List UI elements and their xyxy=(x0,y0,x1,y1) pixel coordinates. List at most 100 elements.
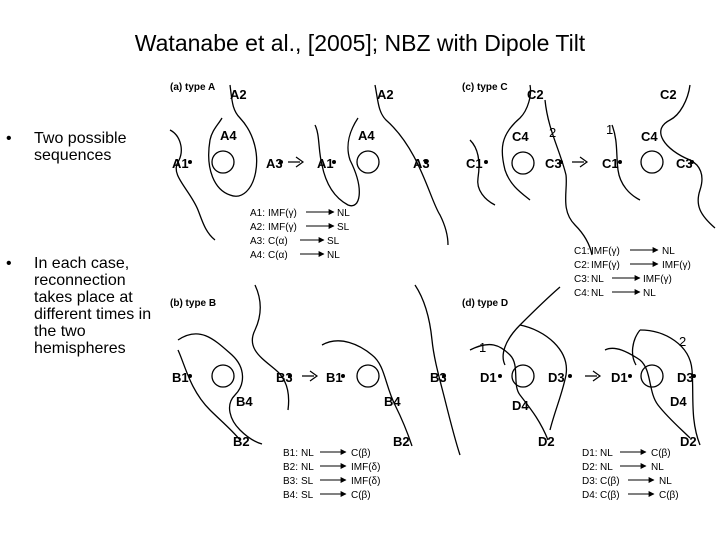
bullet-marker: • xyxy=(6,255,12,272)
point-label: C4 xyxy=(512,129,529,144)
legend-to: C(β) xyxy=(351,490,371,501)
panel-c-label: (c) type C xyxy=(462,82,508,93)
panel-a: (a) type A A2 A4 A1 A3 A2 A4 A1 A3 A1: I… xyxy=(169,82,449,261)
panel-a-label: (a) type A xyxy=(170,82,215,93)
point-label: B4 xyxy=(236,394,253,409)
legend-to: NL xyxy=(337,208,350,219)
point-label: D4 xyxy=(670,394,687,409)
legend-from: SL xyxy=(301,476,314,487)
point-label: D2 xyxy=(680,434,697,449)
panel-a-sketch-before xyxy=(169,84,258,241)
point-label: A2 xyxy=(230,87,247,102)
point-label: C2 xyxy=(527,87,544,102)
legend-from: IMF(γ) xyxy=(591,246,620,257)
sequence-number: 2 xyxy=(679,334,686,349)
point-label: A2 xyxy=(377,87,394,102)
legend-code: D1: xyxy=(582,448,598,459)
point-label: A3 xyxy=(413,156,430,171)
point-label: B2 xyxy=(233,434,250,449)
legend-to: SL xyxy=(337,222,350,233)
legend-from: NL xyxy=(301,448,314,459)
legend-code: D4: xyxy=(582,490,598,501)
point-label: C1 xyxy=(602,156,619,171)
panel-d-sketch-after xyxy=(604,329,701,446)
legend-from: NL xyxy=(600,462,613,473)
legend-to: IMF(γ) xyxy=(662,260,691,271)
bullet-text: Two possible sequences xyxy=(34,130,127,164)
sequence-number: 1 xyxy=(606,122,613,137)
legend-to: NL xyxy=(327,250,340,261)
legend-from: C(β) xyxy=(600,490,620,501)
sequence-arrow-icon xyxy=(288,156,305,168)
legend-to: IMF(δ) xyxy=(351,476,380,487)
point-label: A4 xyxy=(358,128,375,143)
legend-code: A2: xyxy=(250,222,265,233)
legend-code: A4: xyxy=(250,250,265,261)
legend-from: C(α) xyxy=(268,236,288,247)
point-label: D3 xyxy=(677,370,694,385)
legend-from: IMF(γ) xyxy=(268,208,297,219)
legend-from: IMF(γ) xyxy=(591,260,620,271)
panel-b: (b) type B B1 B4 B2 B3 B1 B4 B2 B3 B1: N… xyxy=(170,284,461,501)
point-label: B1 xyxy=(172,370,189,385)
sequence-number: 2 xyxy=(549,125,556,140)
legend-from: IMF(γ) xyxy=(268,222,297,233)
point-label: B3 xyxy=(430,370,447,385)
sequence-arrow-icon xyxy=(585,370,602,382)
legend-code: D2: xyxy=(582,462,598,473)
point-label: D4 xyxy=(512,398,529,413)
panel-c: (c) type C C2 C4 C1 C3 C2 C4 C1 C3 2 1 C… xyxy=(462,82,716,299)
sequence-arrow-icon xyxy=(572,156,589,168)
point-label: C3 xyxy=(545,156,562,171)
legend-code: C4: xyxy=(574,288,590,299)
legend-code: B2: xyxy=(283,462,298,473)
sequence-number: 1 xyxy=(479,340,486,355)
legend-from: NL xyxy=(301,462,314,473)
legend-from: SL xyxy=(301,490,314,501)
panel-c-sketch-before xyxy=(469,84,593,256)
point-label: C4 xyxy=(641,129,658,144)
legend-code: D3: xyxy=(582,476,598,487)
legend-to: NL xyxy=(659,476,672,487)
legend-to: SL xyxy=(327,236,340,247)
legend-code: C2: xyxy=(574,260,590,271)
legend-code: C1: xyxy=(574,246,590,257)
legend-code: B3: xyxy=(283,476,298,487)
panel-a-sketch-after xyxy=(314,84,449,246)
point-label: D2 xyxy=(538,434,555,449)
legend-code: C3: xyxy=(574,274,590,285)
panel-a-legend: A1: IMF(γ) NL A2: IMF(γ) SL A3: C(α) SL … xyxy=(250,208,350,261)
point-label: C3 xyxy=(676,156,693,171)
legend-code: A1: xyxy=(250,208,265,219)
panel-d-legend: D1: NL C(β) D2: NL NL D3: C(β) NL D4: C(… xyxy=(582,448,679,501)
sequence-arrow-icon xyxy=(302,370,319,382)
legend-to: NL xyxy=(651,462,664,473)
legend-from: NL xyxy=(591,288,604,299)
point-label: C2 xyxy=(660,87,677,102)
legend-from: NL xyxy=(600,448,613,459)
panel-d-sketch-before xyxy=(469,286,568,441)
bullet-marker: • xyxy=(6,130,12,147)
point-label: A4 xyxy=(220,128,237,143)
panel-b-label: (b) type B xyxy=(170,298,216,309)
legend-to: C(β) xyxy=(659,490,679,501)
point-label: B4 xyxy=(384,394,401,409)
legend-to: C(β) xyxy=(351,448,371,459)
slide-title: Watanabe et al., [2005]; NBZ with Dipole… xyxy=(134,30,586,56)
point-label: B3 xyxy=(276,370,293,385)
point-label: D1 xyxy=(480,370,497,385)
point-label: B2 xyxy=(393,434,410,449)
panel-c-legend: C1: IMF(γ) NL C2: IMF(γ) IMF(γ) C3: NL I… xyxy=(574,246,691,299)
legend-from: C(β) xyxy=(600,476,620,487)
legend-code: A3: xyxy=(250,236,265,247)
panel-b-sketch-before xyxy=(177,284,290,445)
legend-to: C(β) xyxy=(651,448,671,459)
point-label: A1 xyxy=(172,156,189,171)
panel-c-sketch-after xyxy=(611,84,716,229)
point-label: C1 xyxy=(466,156,483,171)
panel-b-sketch-after xyxy=(321,284,461,456)
legend-to: IMF(γ) xyxy=(643,274,672,285)
legend-to: NL xyxy=(643,288,656,299)
legend-to: IMF(δ) xyxy=(351,462,380,473)
